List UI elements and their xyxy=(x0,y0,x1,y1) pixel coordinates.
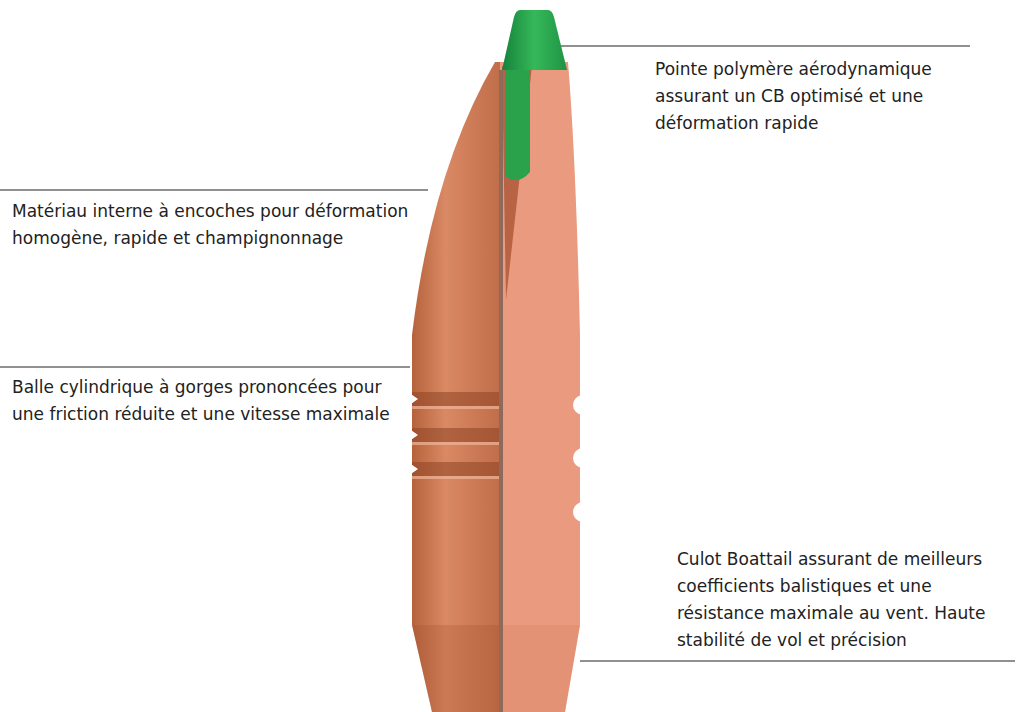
callout-text: Pointe polymère aérodynamique assurant u… xyxy=(655,56,1000,137)
bullet-body xyxy=(400,50,590,712)
leader-line xyxy=(0,189,428,190)
leader-line xyxy=(580,660,1015,661)
callout-text: Culot Boattail assurant de meilleurs coe… xyxy=(677,546,1012,654)
polymer-tip xyxy=(502,10,567,70)
leader-line xyxy=(0,366,410,367)
leader-line xyxy=(535,45,970,46)
callout-text: Matériau interne à encoches pour déforma… xyxy=(12,198,412,252)
polymer-post xyxy=(505,62,530,180)
cut-line xyxy=(499,70,503,712)
callout-text: Balle cylindrique à gorges prononcées po… xyxy=(12,374,402,428)
